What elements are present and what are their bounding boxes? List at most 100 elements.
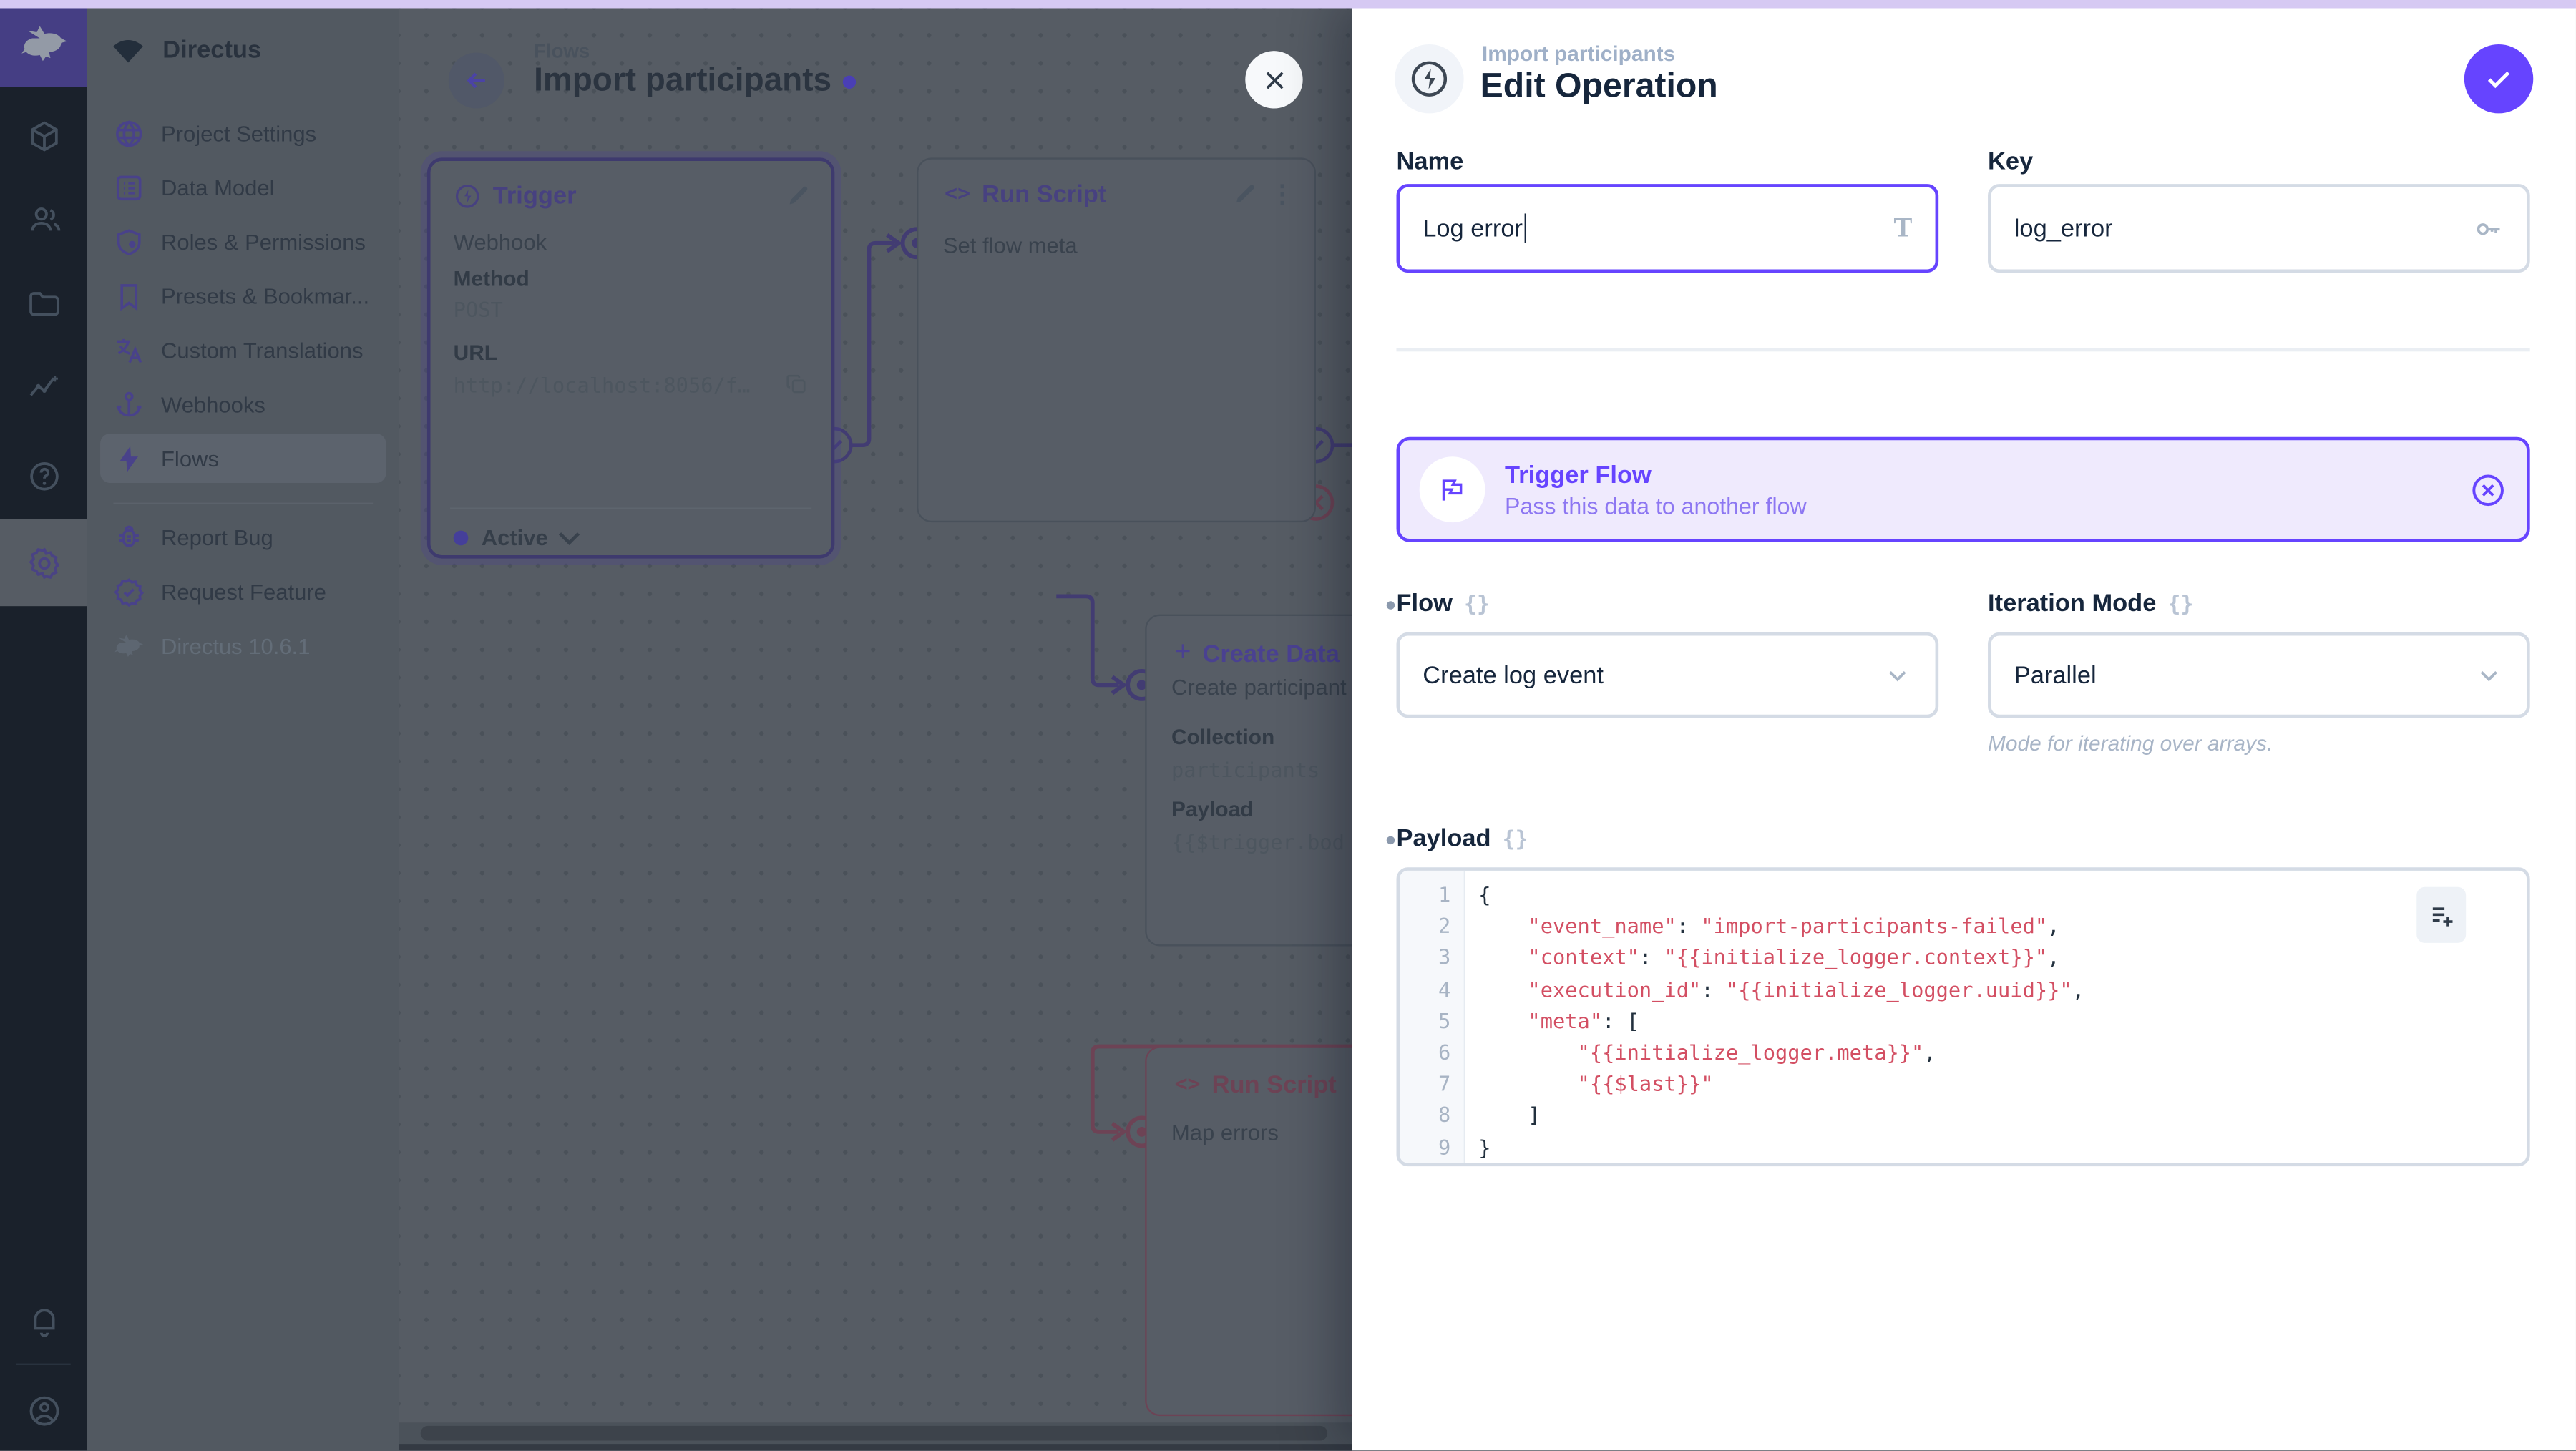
sidebar-item-project-settings[interactable]: Project Settings	[100, 109, 386, 158]
sidebar-item-label: Request Feature	[160, 579, 326, 604]
sidebar-item-presets-bookmarks[interactable]: Presets & Bookmar...	[100, 271, 386, 321]
iteration-mode-hint: Mode for iterating over arrays.	[1988, 731, 2273, 756]
sidebar-item-version: Directus 10.6.1	[100, 621, 386, 670]
operation-name: Set flow meta	[942, 233, 1078, 258]
unsaved-dot	[843, 74, 857, 89]
module-collections[interactable]	[0, 92, 87, 180]
edit-trigger-button[interactable]	[785, 182, 811, 217]
module-insights[interactable]	[0, 343, 87, 431]
raw-value-icon[interactable]: {}	[2167, 592, 2194, 618]
sidebar-item-data-model[interactable]: Data Model	[100, 162, 386, 212]
panel-divider	[450, 507, 812, 509]
status-label: Active	[481, 525, 548, 551]
iteration-mode-label: Iteration Mode{}	[1988, 590, 2194, 618]
edit-operation-drawer: Import participants Edit Operation Name …	[1352, 0, 2576, 1451]
project-header[interactable]: Directus	[87, 0, 399, 99]
payload-value: {{$trigger.bod	[1171, 829, 1345, 854]
chevron-down-icon	[2474, 660, 2504, 690]
module-files[interactable]	[0, 260, 87, 347]
sidebar-item-flows[interactable]: Flows	[100, 434, 386, 483]
remove-operation-type-icon[interactable]	[2469, 471, 2507, 509]
sidebar-item-roles-permissions[interactable]: Roles & Permissions	[100, 217, 386, 266]
url-value: http://localhost:8056/f…	[453, 373, 751, 398]
plus-icon: +	[1174, 635, 1191, 668]
notifications-button[interactable]	[0, 1276, 87, 1364]
back-button[interactable]	[448, 52, 504, 109]
check-icon	[2487, 71, 2510, 89]
raw-value-icon[interactable]: {}	[1502, 828, 1528, 853]
code-options-button[interactable]	[2416, 886, 2467, 943]
project-color-bar	[0, 0, 2576, 9]
iteration-mode-value: Parallel	[2014, 661, 2097, 690]
module-help[interactable]	[0, 432, 87, 519]
key-value: log_error	[2014, 214, 2113, 243]
module-users[interactable]	[0, 176, 87, 263]
bell-icon	[33, 1308, 54, 1337]
sidebar: Directus Project Settings Data Model Rol…	[87, 0, 399, 1451]
iteration-mode-select[interactable]: Parallel	[1988, 632, 2530, 718]
code-lines[interactable]: { "event_name": "import-participants-fai…	[1478, 881, 2084, 1159]
map-errors-panel[interactable]: <> Run Script Map errors	[1145, 1046, 1352, 1417]
sidebar-item-label: Project Settings	[160, 120, 317, 146]
map-errors-title: Run Script	[1211, 1070, 1337, 1099]
pencil-icon	[1236, 185, 1254, 203]
operation-icon	[1395, 44, 1464, 114]
arrow-left-icon	[467, 72, 485, 89]
copy-icon[interactable]	[785, 373, 808, 404]
sidebar-item-request-feature[interactable]: Request Feature	[100, 567, 386, 616]
trigger-panel[interactable]: Trigger Webhook Method POST URL http://l…	[426, 157, 835, 559]
sidebar-item-report-bug[interactable]: Report Bug	[100, 512, 386, 562]
flow-value: Create log event	[1423, 661, 1604, 690]
sidebar-item-label: Roles & Permissions	[160, 229, 366, 254]
banner-title: Trigger Flow	[1505, 461, 1652, 489]
code-icon: <>	[1174, 1073, 1201, 1098]
create-data-title: Create Data	[1202, 640, 1340, 668]
raw-value-icon[interactable]: {}	[1464, 592, 1490, 618]
chevron-down-icon	[1883, 660, 1912, 690]
flow-select[interactable]: Create log event	[1396, 632, 1939, 718]
trigger-title: Trigger	[492, 182, 577, 210]
collection-label: Collection	[1171, 724, 1275, 749]
account-button[interactable]	[0, 1367, 87, 1451]
code-icon: <>	[945, 182, 971, 207]
sidebar-item-webhooks[interactable]: Webhooks	[100, 379, 386, 429]
payload-label: Payload{}	[1396, 824, 1528, 853]
collection-value: participants	[1171, 757, 1320, 782]
playlist-add-icon	[2431, 907, 2452, 926]
save-button[interactable]	[2464, 44, 2534, 114]
user-circle-icon	[29, 1395, 59, 1425]
more-menu-icon[interactable]: ⋮	[1269, 180, 1295, 209]
banner-subtitle: Pass this data to another flow	[1505, 492, 1807, 519]
close-icon	[1265, 71, 1283, 89]
trigger-type: Webhook	[453, 230, 547, 255]
drawer-breadcrumb[interactable]: Import participants	[1481, 41, 1676, 66]
pencil-icon	[789, 186, 808, 205]
url-label: URL	[453, 340, 498, 365]
key-input[interactable]: log_error	[1988, 184, 2530, 273]
scrollbar-thumb[interactable]	[420, 1425, 1328, 1441]
module-settings[interactable]	[0, 519, 87, 607]
sidebar-divider	[113, 502, 374, 504]
sidebar-item-label: Custom Translations	[160, 337, 364, 363]
trigger-status[interactable]: Active	[453, 524, 580, 551]
create-data-panel[interactable]: + Create Data Create participant Collect…	[1145, 614, 1352, 947]
sidebar-item-label: Report Bug	[160, 524, 273, 549]
name-input[interactable]: Log error T	[1396, 184, 1939, 273]
breadcrumb[interactable]: Flows	[534, 39, 590, 63]
flow-header: Flows Import participants	[399, 0, 1352, 128]
directus-logo[interactable]	[0, 0, 87, 87]
method-value: POST	[453, 297, 503, 322]
project-name: Directus	[162, 35, 262, 64]
flow-canvas[interactable]: Flows Import participants Trigger Webhoo…	[399, 0, 1352, 1451]
run-script-panel[interactable]: <> Run Script ⋮ Set flow meta	[917, 157, 1317, 523]
edit-operation-button[interactable]	[1232, 181, 1259, 215]
bolt-icon	[113, 443, 145, 474]
module-divider	[16, 1363, 71, 1365]
sidebar-item-label: Presets & Bookmar...	[160, 283, 370, 308]
required-dot	[1386, 601, 1395, 610]
sidebar-item-custom-translations[interactable]: Custom Translations	[100, 326, 386, 375]
trigger-flow-banner[interactable]: Trigger Flow Pass this data to another f…	[1396, 436, 2530, 542]
close-button[interactable]	[1245, 51, 1303, 109]
